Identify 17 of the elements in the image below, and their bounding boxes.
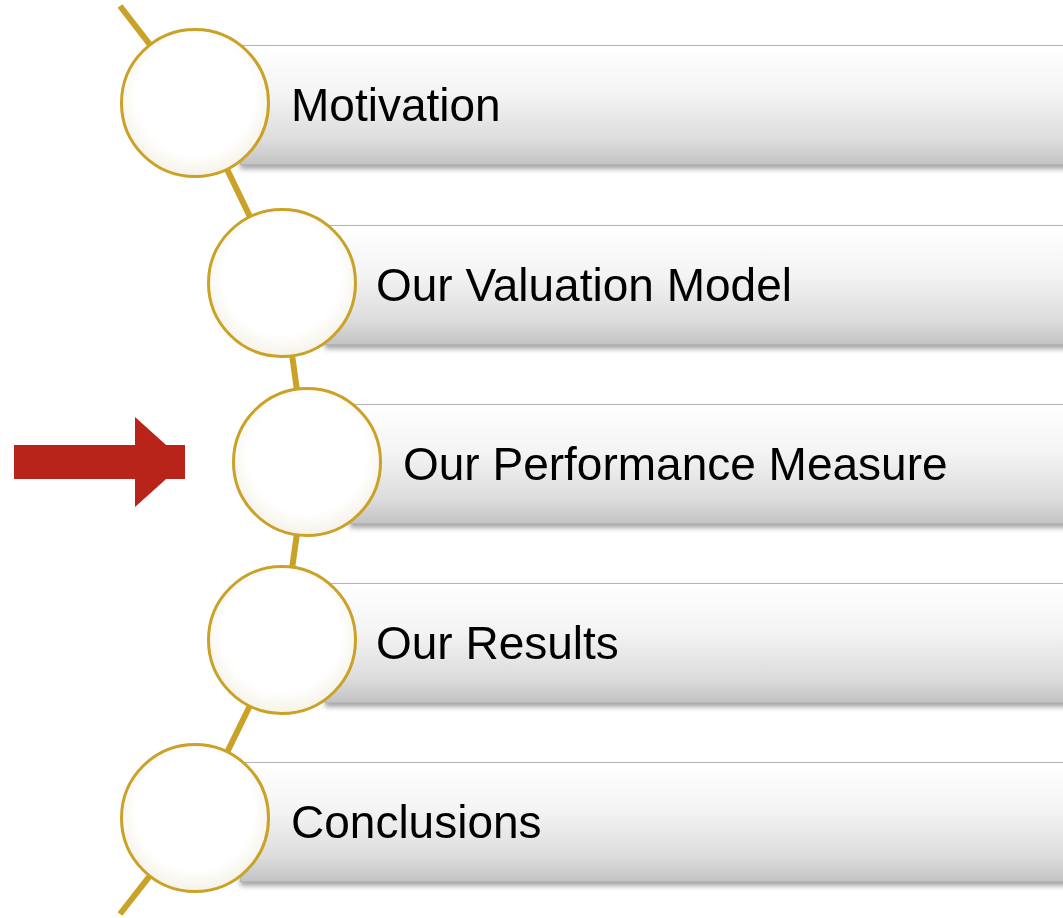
agenda-bar xyxy=(325,583,1063,703)
agenda-item-text: Our Performance Measure xyxy=(403,437,948,491)
agenda-bar xyxy=(350,404,1063,524)
pointer-arrow xyxy=(14,417,185,507)
connector-line xyxy=(117,4,153,47)
connector-line xyxy=(289,355,300,390)
connector-line xyxy=(117,874,152,916)
agenda-bar xyxy=(240,45,1063,165)
agenda-item-text: Our Valuation Model xyxy=(376,258,792,312)
agenda-item-text: Our Results xyxy=(376,616,619,670)
agenda-bar xyxy=(240,762,1063,882)
agenda-bar xyxy=(325,225,1063,345)
connector-line xyxy=(224,168,253,218)
agenda-item-text: Conclusions xyxy=(291,795,542,849)
connector-line xyxy=(224,705,253,753)
agenda-item-text: Motivation xyxy=(291,78,501,132)
connector-line xyxy=(289,534,300,568)
